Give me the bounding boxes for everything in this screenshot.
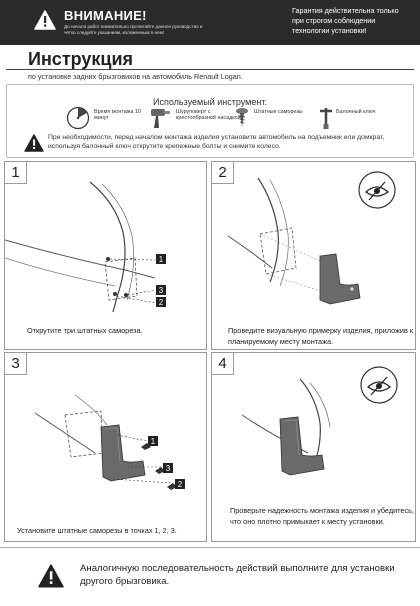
eye-icon [364, 186, 390, 197]
marker-2: 2 [159, 298, 164, 307]
step-caption: Открутите три штатных самореза. [27, 326, 143, 335]
warning-header: ВНИМАНИЕ! До начала работ внимательно пр… [0, 0, 420, 45]
preparation-notice: При необходимости, перед началом монтажа… [48, 134, 385, 150]
step-1-illustration: 1 3 2 [5, 181, 166, 313]
step-1-panel: 1 1 3 2 Открутите три штатных самореза. [4, 161, 207, 350]
screw-icon [236, 108, 248, 127]
wheel-wrench-icon [320, 108, 332, 129]
page-subtitle: по установке задних брызговиков на автом… [28, 72, 243, 81]
warning-subtext: До начала работ внимательно прочитайте д… [64, 24, 203, 35]
screw-icon [167, 483, 177, 490]
screw-icon [155, 467, 165, 474]
eye-icon [366, 381, 392, 392]
tool-label: Время монтажа 10 минут [94, 109, 141, 122]
step-3-panel: 3 1 3 2 Установите штатные саморезы в то… [4, 352, 207, 542]
marker-2: 2 [178, 480, 183, 489]
tool-label: Шуруповерт с крестообразной насадкой [176, 109, 241, 122]
step-number: 1 [5, 162, 27, 184]
warning-icon [34, 10, 56, 30]
tool-wrench: Балонный ключ [318, 106, 396, 130]
step-number: 4 [212, 353, 234, 375]
marker-3: 3 [159, 286, 164, 295]
footer-section [0, 547, 420, 606]
warning-icon [38, 564, 64, 588]
tools-section [6, 84, 414, 158]
tool-screws: Штатные саморезы [232, 106, 310, 130]
tool-screwdriver: Шуруповерт с крестообразной насадкой [148, 106, 248, 130]
tools-heading: Используемый инструмент. [153, 97, 267, 107]
warning-icon [24, 134, 44, 152]
step-3-illustration: 1 3 2 [34, 394, 185, 490]
clock-icon [66, 106, 90, 130]
screwdriver-icon [151, 109, 170, 128]
step-caption: Установите штатные саморезы в точках 1, … [17, 526, 177, 535]
step-4-illustration [241, 366, 398, 476]
tool-time: Время монтажа 10 минут [66, 106, 146, 130]
step-4-panel: 4 Проверьте надежность монтажа изделия и… [211, 352, 416, 542]
step-number: 2 [212, 162, 234, 184]
step-2-panel: 2 Проведите визуальную примерку изделия,… [211, 161, 416, 350]
marker-3: 3 [166, 464, 171, 473]
step-caption: Проведите визуальную примерку изделия, п… [228, 326, 414, 346]
tool-label: Балонный ключ [336, 109, 376, 115]
tool-label: Штатные саморезы [254, 109, 303, 115]
title-divider [6, 69, 414, 70]
marker-1: 1 [151, 437, 156, 446]
step-2-illustration [227, 171, 396, 305]
page-title: Инструкция [28, 49, 134, 69]
footer-note: Аналогичную последовательность действий … [80, 563, 395, 587]
marker-1: 1 [159, 255, 164, 264]
warranty-note: Гарантия действительна только при строго… [292, 6, 399, 35]
step-caption: Проверьте надежность монтажа изделия и у… [230, 506, 414, 526]
warning-title: ВНИМАНИЕ! [64, 8, 147, 23]
step-number: 3 [5, 353, 27, 375]
